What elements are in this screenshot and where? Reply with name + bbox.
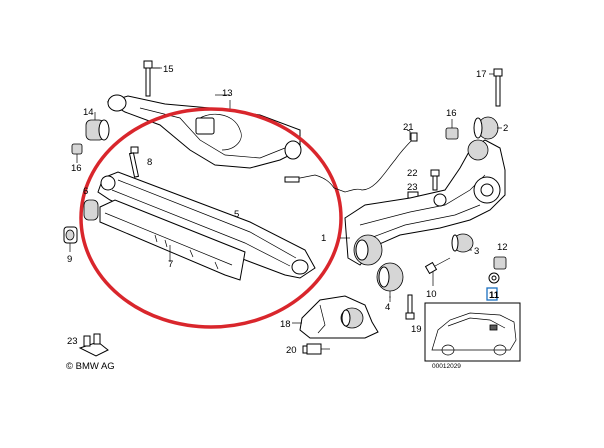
copyright-text: © BMW AG — [66, 361, 115, 372]
upper-control-arm-13 — [106, 94, 302, 169]
callout-labels: 15 13 14 16 8 6 5 7 9 21 22 23 16 1 17 2… — [67, 64, 508, 356]
bushing-6 — [83, 199, 99, 221]
car-thumbnail — [424, 302, 521, 362]
callout-18: 18 — [280, 319, 291, 330]
callout-1: 1 — [321, 233, 326, 244]
bushing-3 — [451, 233, 474, 253]
bushing-1 — [353, 234, 383, 266]
callout-16-right: 16 — [446, 108, 457, 119]
callout-22: 22 — [407, 168, 418, 179]
callout-12: 12 — [497, 242, 508, 253]
callout-2: 2 — [503, 123, 508, 134]
clip-23 — [78, 333, 109, 357]
callout-4: 4 — [385, 302, 390, 313]
callout-13: 13 — [222, 88, 233, 99]
bolt-17 — [493, 68, 503, 107]
callout-16-left: 16 — [71, 163, 82, 174]
callout-3: 3 — [474, 246, 479, 257]
callout-17: 17 — [476, 69, 487, 80]
callout-11-highlight: 11 — [486, 287, 500, 301]
bracket-18 — [299, 295, 379, 339]
lower-link-5 — [97, 171, 316, 279]
bushing-14 — [85, 112, 110, 141]
callout-19: 19 — [411, 324, 422, 335]
bushing-2 — [473, 116, 499, 140]
callout-6: 6 — [83, 186, 88, 197]
callout-14: 14 — [83, 107, 94, 118]
bushing-4 — [376, 262, 404, 298]
nut-16-left — [71, 143, 83, 163]
diagram-number: 00012029 — [432, 363, 461, 370]
bolt-10 — [424, 257, 451, 286]
callout-21: 21 — [403, 122, 414, 133]
leader-lines — [152, 67, 502, 324]
callout-15: 15 — [163, 64, 174, 75]
callout-23-small: 23 — [407, 182, 418, 193]
trailing-arm-1 — [344, 139, 506, 266]
bolt-8 — [128, 146, 140, 178]
cover-plate-7 — [99, 199, 246, 281]
callout-23: 23 — [67, 336, 78, 347]
bolt-20 — [302, 343, 330, 355]
bolt-23-small — [430, 169, 440, 191]
callout-7: 7 — [168, 259, 173, 270]
callout-8: 8 — [147, 157, 152, 168]
callout-5: 5 — [234, 209, 239, 220]
highlight-ring — [79, 107, 343, 329]
bolt-19 — [405, 294, 415, 320]
callout-10: 10 — [426, 289, 437, 300]
bracket-9 — [63, 226, 78, 252]
callout-9: 9 — [67, 254, 72, 265]
callout-20: 20 — [286, 345, 297, 356]
washer-11 — [488, 272, 500, 284]
bolt-15 — [143, 60, 162, 97]
nut-16-right — [445, 119, 459, 140]
callout-11: 11 — [489, 290, 500, 301]
nut-12 — [493, 256, 507, 270]
sensor-cable-21 — [284, 131, 418, 193]
